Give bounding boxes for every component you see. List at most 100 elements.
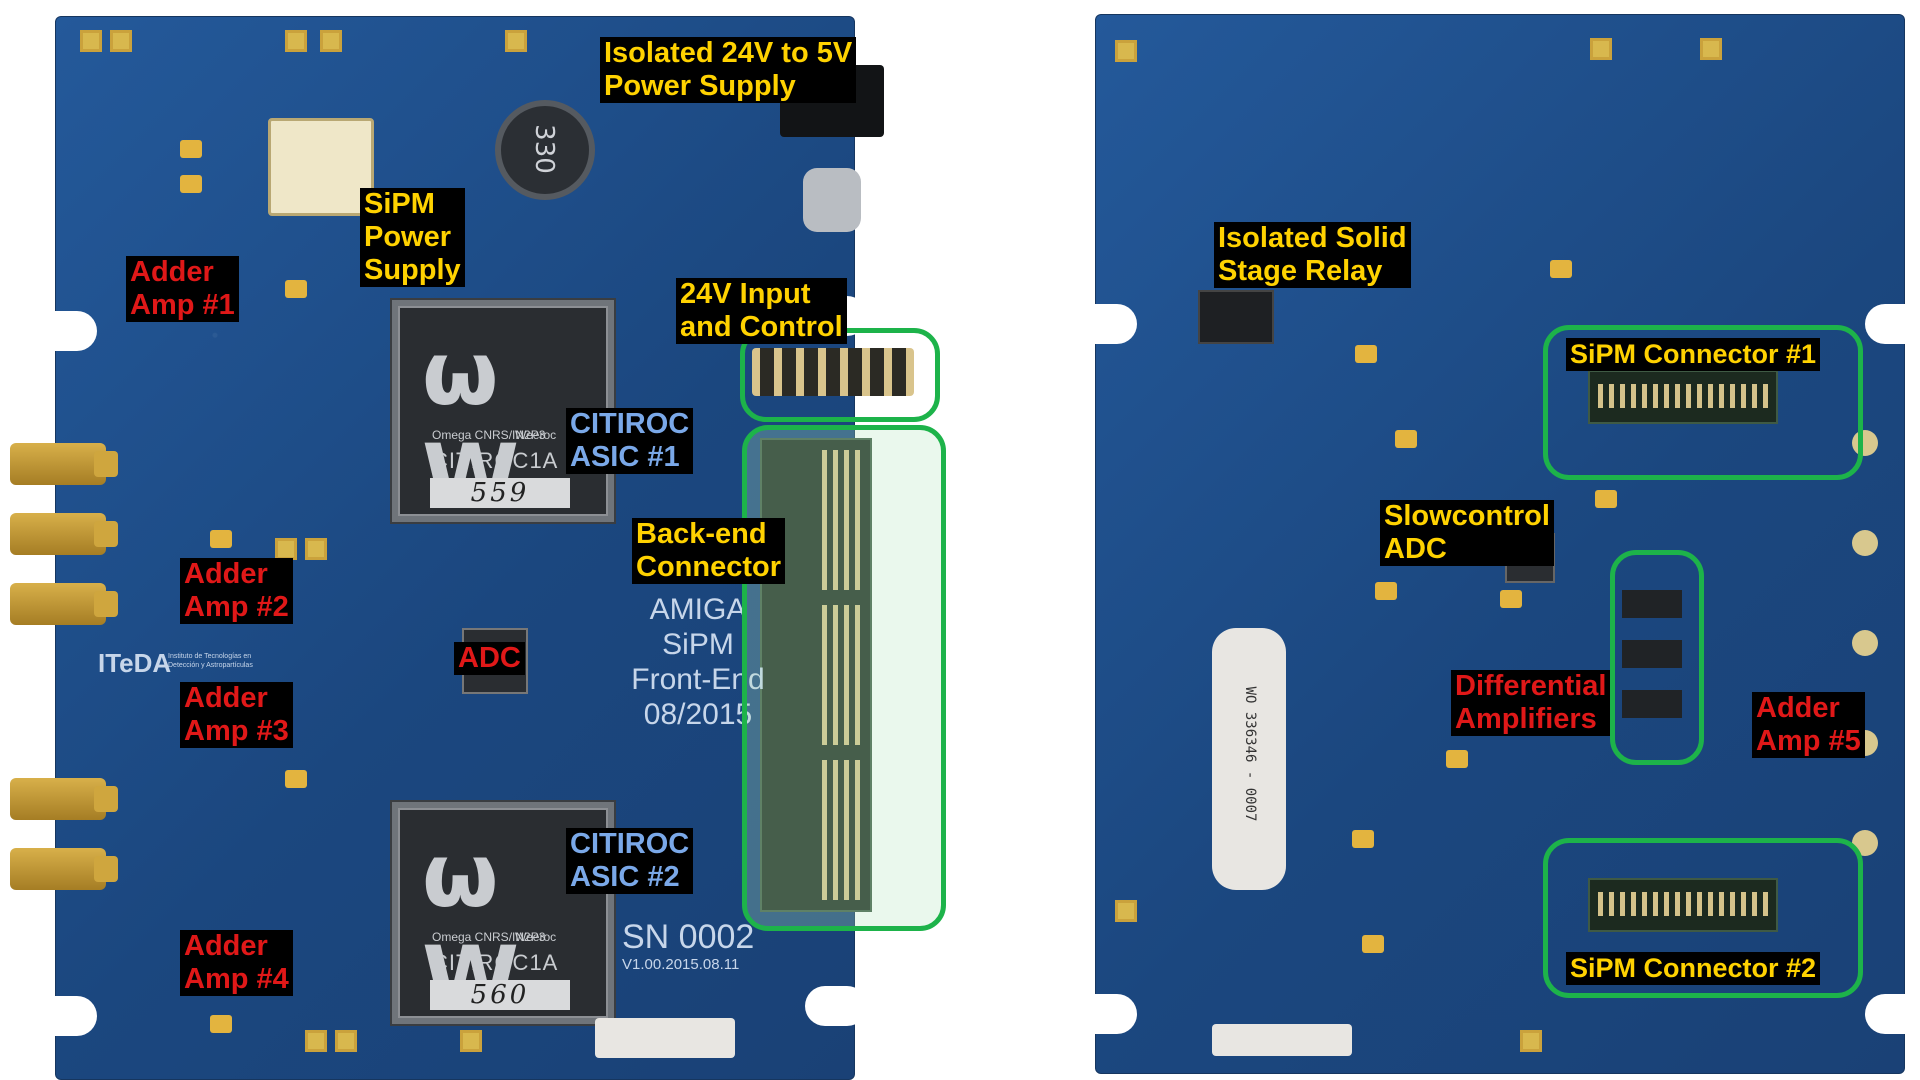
board-notch: [35, 311, 97, 351]
sma-connector: [10, 583, 118, 625]
silk-title-line: 08/2015: [643, 698, 753, 731]
electrolytic-capacitor: [803, 168, 861, 232]
label-line: Differential: [1455, 670, 1607, 702]
label-adc: ADC: [454, 642, 525, 675]
mounting-pad: [1852, 630, 1878, 656]
sipm-connector-2: [1588, 878, 1778, 932]
test-pad: [305, 538, 327, 560]
label-line: Power Supply: [604, 70, 796, 102]
test-pad: [275, 538, 297, 560]
label-line: SiPM: [364, 188, 435, 220]
highlight-differential-amplifiers: [1610, 550, 1704, 765]
smd-capacitor: [1500, 590, 1522, 608]
sipm-connector-1: [1588, 370, 1778, 424]
version-silkscreen: V1.00.2015.08.11: [622, 956, 740, 973]
test-pad: [285, 30, 307, 52]
board-notch: [35, 996, 97, 1036]
blank-label-sticker: [595, 1018, 735, 1058]
iteda-logo: ITeDA: [98, 648, 172, 678]
blank-label-sticker: [1212, 1024, 1352, 1056]
label-line: and Control: [680, 311, 843, 343]
label-line: Adder: [184, 682, 268, 714]
backend-connector: [760, 438, 872, 912]
chip-weeroc-text: Weeroc: [515, 428, 557, 442]
label-line: Amplifiers: [1455, 703, 1597, 735]
sma-connector: [10, 513, 118, 555]
sma-connector: [10, 778, 118, 820]
label-line: Isolated Solid: [1218, 222, 1407, 254]
test-pad: [110, 30, 132, 52]
label-line: Amp #1: [130, 289, 235, 321]
chip-omega-text: Omega CNRS/IN2P3: [432, 428, 546, 442]
smd-capacitor: [1355, 345, 1377, 363]
diff-amp-chip: [1622, 640, 1682, 668]
label-line: ADC: [1384, 533, 1447, 565]
label-line: Adder: [184, 558, 268, 590]
chip-weeroc-text: Weeroc: [515, 930, 557, 944]
label-adder-amp-3: Adder Amp #3: [180, 682, 293, 748]
label-sipm-connector-1: SiPM Connector #1: [1566, 338, 1821, 371]
silk-title-line: AMIGA: [649, 593, 747, 626]
label-slowcontrol-adc: Slowcontrol ADC: [1380, 500, 1554, 566]
inductor-marking: 330: [528, 124, 559, 174]
label-isolated-power-supply: Isolated 24V to 5V Power Supply: [600, 37, 857, 103]
label-line: ASIC #1: [570, 441, 680, 473]
board-notch: [1075, 304, 1137, 344]
highlight-sipm-connector-1: [1543, 325, 1863, 480]
label-line: SiPM Connector #1: [1570, 339, 1817, 369]
connector-pins: [1598, 892, 1768, 916]
label-line: ASIC #2: [570, 861, 680, 893]
omega-weeroc-logo: ω W: [422, 824, 520, 1030]
label-sipm-power-supply: SiPM Power Supply: [360, 188, 465, 287]
serial-number-silkscreen: SN 0002: [622, 918, 755, 956]
label-citiroc-asic-2: CITIROC ASIC #2: [566, 828, 694, 894]
test-pad: [505, 30, 527, 52]
connector-pins: [1598, 384, 1768, 408]
test-pad: [320, 30, 342, 52]
connector-pins: [822, 450, 862, 590]
smd-capacitor: [1395, 430, 1417, 448]
test-pad: [305, 1030, 327, 1052]
smd-capacitor: [1362, 935, 1384, 953]
chip-serial: 559: [430, 478, 570, 508]
smd-capacitor: [285, 280, 307, 298]
smd-capacitor: [180, 175, 202, 193]
smd-capacitor: [1446, 750, 1468, 768]
board-notch: [1865, 994, 1920, 1034]
smd-capacitor: [180, 140, 202, 158]
board-notch: [805, 986, 867, 1026]
diff-amp-chip: [1622, 690, 1682, 718]
solid-state-relay: [1198, 290, 1274, 344]
label-line: Supply: [364, 254, 461, 286]
label-line: Amp #4: [184, 963, 289, 995]
connector-pins: [822, 605, 862, 745]
test-pad: [1590, 38, 1612, 60]
label-line: Amp #5: [1756, 725, 1861, 757]
label-line: Power: [364, 221, 452, 253]
label-line: Back-end: [636, 518, 767, 550]
label-line: Connector: [636, 551, 781, 583]
label-line: Slowcontrol: [1384, 500, 1550, 532]
mounting-pad: [1852, 530, 1878, 556]
citiroc-asic-1: ω W Omega CNRS/IN2P3 Weeroc CITIROC1A 55…: [398, 306, 608, 528]
label-line: CITIROC: [570, 828, 690, 860]
test-pad: [1115, 40, 1137, 62]
label-line: Isolated 24V to 5V: [604, 37, 853, 69]
board-notch: [1865, 304, 1920, 344]
diff-amp-chip: [1622, 590, 1682, 618]
label-citiroc-asic-1: CITIROC ASIC #1: [566, 408, 694, 474]
label-adder-amp-2: Adder Amp #2: [180, 558, 293, 624]
chip-serial: 560: [430, 980, 570, 1010]
label-line: Adder: [184, 930, 268, 962]
chip-model: CITIROC1A: [432, 950, 559, 975]
chip-model: CITIROC1A: [432, 448, 559, 473]
inductor: 330: [495, 100, 595, 200]
smd-capacitor: [210, 1015, 232, 1033]
omega-weeroc-logo: ω W: [422, 322, 520, 528]
smd-capacitor: [210, 530, 232, 548]
board-notch: [1075, 994, 1137, 1034]
test-pad: [1700, 38, 1722, 60]
label-isolated-solid-state-relay: Isolated Solid Stage Relay: [1214, 222, 1411, 288]
connector-pins: [822, 760, 862, 900]
label-backend-connector: Back-end Connector: [632, 518, 785, 584]
